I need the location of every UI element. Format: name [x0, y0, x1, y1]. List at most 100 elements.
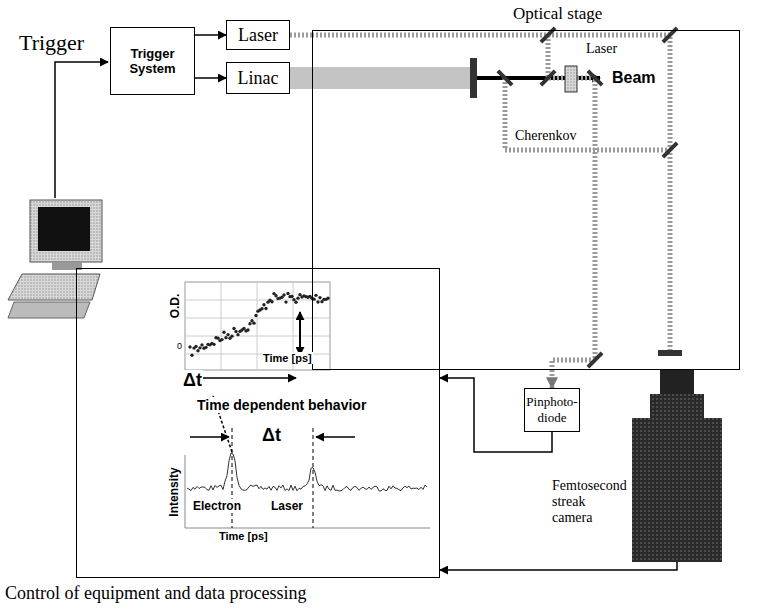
data-point [190, 354, 193, 357]
connector [440, 562, 677, 570]
data-point [248, 322, 251, 325]
data-point [296, 296, 299, 299]
data-point [220, 338, 223, 341]
screen [38, 207, 90, 251]
sample-cell [565, 66, 577, 92]
data-point [200, 343, 203, 346]
axis-title: Time [ps] [218, 530, 269, 542]
camera-tube [650, 394, 704, 418]
axis-title: Time [ps] [262, 352, 313, 364]
camera-lens [660, 370, 694, 394]
data-point [274, 294, 277, 297]
node-text: Control of equipment and data processing [5, 583, 306, 604]
chart-frame [185, 282, 330, 370]
baseline-arrow [190, 377, 296, 379]
data-point [246, 328, 249, 331]
axis-tick: 0 [176, 341, 183, 351]
monitor [30, 200, 102, 262]
data-point [194, 345, 197, 348]
delay-arrow [316, 436, 355, 438]
keyboard [8, 274, 100, 300]
data-point [252, 321, 255, 324]
delay-label: Δt [182, 370, 203, 391]
camera-outline [632, 370, 722, 562]
connector [195, 77, 226, 79]
connector [290, 33, 312, 38]
data-point [290, 295, 293, 298]
data-point [198, 346, 201, 349]
laser-path [312, 35, 670, 352]
mirror [587, 70, 604, 87]
computer-icon [8, 200, 102, 318]
data-point [264, 307, 267, 310]
mirror [662, 142, 679, 159]
delay-arrow [190, 436, 229, 438]
axis-title: Intensity [167, 466, 181, 517]
probe-path [548, 35, 595, 370]
node-text: Laser [238, 25, 278, 46]
trigger-box: Trigger System [110, 27, 195, 95]
data-point [284, 300, 287, 303]
data-point [254, 314, 257, 317]
optical-stage: Optical stage [312, 30, 740, 370]
beam-window [470, 58, 477, 98]
data-point [318, 296, 321, 299]
data-point [226, 333, 229, 336]
beam-pipe [312, 67, 470, 89]
chart-title: Time dependent behavior [196, 397, 367, 413]
data-point [282, 293, 285, 296]
data-point [294, 301, 297, 304]
data-point [286, 292, 289, 295]
data-point [222, 331, 225, 334]
cherenkov-mirror [497, 70, 514, 87]
node-text: Pinphoto- diode [526, 394, 577, 426]
keyboard-front [8, 302, 90, 318]
signal-name: Trigger [18, 30, 85, 56]
delay-label: Δt [261, 425, 282, 446]
data-point [262, 303, 265, 306]
connector [195, 34, 226, 36]
data-point [204, 346, 207, 349]
data-point [188, 345, 191, 348]
mirror [587, 352, 604, 369]
beam-label: Laser [585, 41, 618, 57]
streak-chart [185, 428, 430, 528]
connector [290, 67, 312, 89]
beam-label: Cherenkov [514, 128, 577, 144]
node-text: Femtosecond streak camera [552, 478, 628, 526]
peak-label: Electron [192, 499, 242, 513]
data-point [326, 296, 329, 299]
trigger-line [55, 62, 108, 198]
data-point [270, 300, 273, 303]
data-point [224, 336, 227, 339]
node-text: Trigger System [114, 46, 191, 76]
od-chart [185, 282, 330, 378]
data-point [314, 294, 317, 297]
data-point [232, 327, 235, 330]
data-point [230, 334, 233, 337]
laser-box: Laser [226, 20, 290, 50]
data-point [260, 307, 263, 310]
beam-label: Beam [611, 69, 657, 87]
camera-body [632, 418, 722, 562]
connector [550, 370, 555, 388]
filter [658, 350, 682, 356]
photodiode-box: Pinphoto- diode [524, 388, 580, 432]
data-point [236, 333, 239, 336]
axis-title: O.D. [168, 293, 182, 320]
linac-box: Linac [226, 62, 290, 94]
peak-label: Laser [270, 499, 304, 513]
mirror [540, 70, 557, 87]
data-point [196, 349, 199, 352]
od-change-arrow [299, 312, 301, 355]
node-text: Linac [238, 68, 279, 89]
data-point [212, 343, 215, 346]
streak-camera: Femtosecond streak camera [632, 370, 722, 562]
chart-axes [185, 455, 430, 528]
cherenkov-path [505, 78, 670, 150]
node-text: Optical stage [513, 4, 602, 24]
data-point [234, 330, 237, 333]
data-point [316, 300, 319, 303]
intensity-trace [187, 453, 427, 491]
